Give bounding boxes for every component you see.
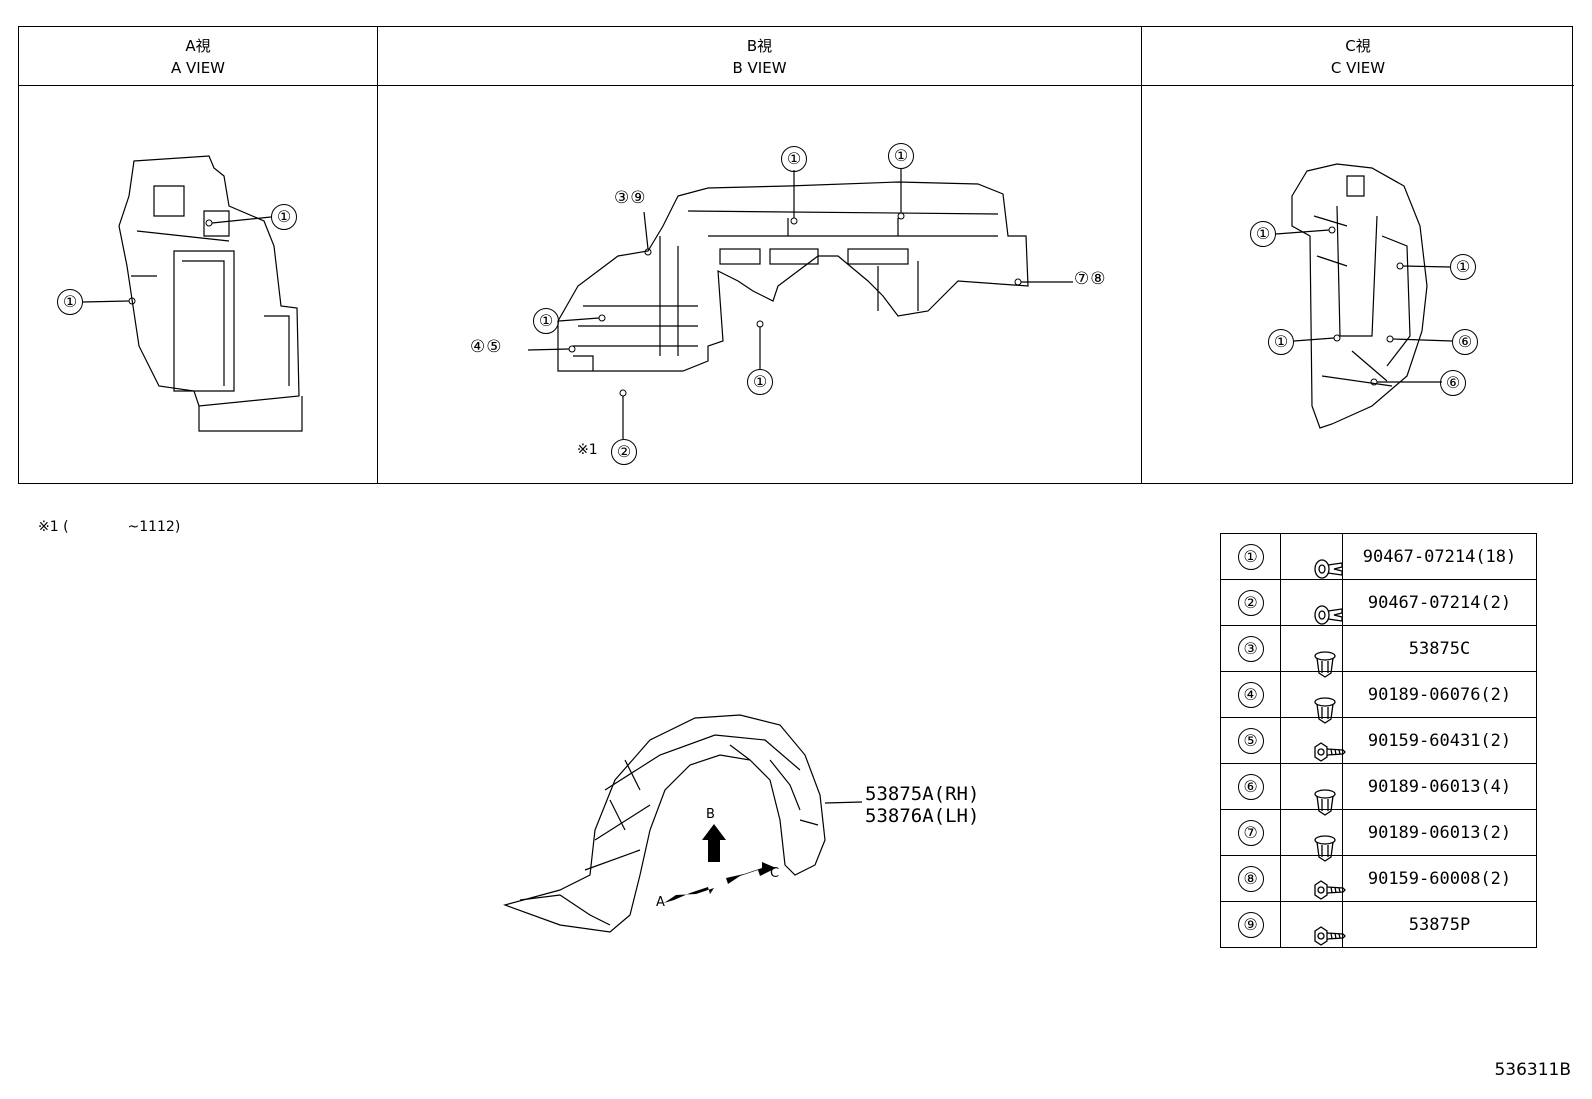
parts-table: ① 90467-07214(18) ② 90467-07214(2) ③ 53875C ④ 9… (1220, 533, 1537, 948)
parts-row-part-number: 90467-07214(18) (1342, 533, 1537, 580)
parts-row: ⑦ 90189-06013(2) (1220, 809, 1537, 862)
main-part-label: 53875A(RH) 53876A(LH) (865, 783, 979, 827)
c-view-liner-drawing (1275, 163, 1453, 429)
parts-row-icon-cell (1280, 855, 1346, 902)
a-callout-1-upper: ① (271, 204, 297, 230)
parts-row-number-cell: ⑦ (1220, 809, 1281, 856)
b-callout-1-top-right: ① (888, 143, 914, 169)
b-callout-1-bottom: ① (747, 369, 773, 395)
b-callout-1-top-left: ① (781, 146, 807, 172)
parts-row: ① 90467-07214(18) (1220, 533, 1537, 580)
parts-row-number-cell: ⑧ (1220, 855, 1281, 902)
parts-row: ③ 53875C (1220, 625, 1537, 678)
parts-row: ⑤ 90159-60431(2) (1220, 717, 1537, 764)
parts-row-part-number: 90159-60431(2) (1342, 717, 1537, 764)
parts-row-number: ⑤ (1237, 727, 1264, 754)
footnote: ※1 ( ~1112) (38, 519, 180, 535)
parts-row-part-number: 90159-60008(2) (1342, 855, 1537, 902)
arrow-c-label: C (770, 866, 779, 881)
parts-row-part-number: 90189-06076(2) (1342, 671, 1537, 718)
b-view: B視 B VIEW (377, 27, 1141, 483)
parts-row-number: ③ (1237, 635, 1264, 662)
c-callout-6-upper: ⑥ (1452, 329, 1478, 355)
parts-row: ④ 90189-06076(2) (1220, 671, 1537, 724)
c-view-title-jp: C視 (1345, 37, 1371, 55)
c-callout-1-right: ① (1450, 254, 1476, 280)
parts-row-number-cell: ⑥ (1220, 763, 1281, 810)
b-callout-3-9: ③⑨ (614, 188, 647, 208)
parts-row: ⑨ 53875P (1220, 901, 1537, 948)
parts-row-icon-cell (1280, 579, 1343, 626)
c-callout-1-lower-left: ① (1268, 329, 1294, 355)
a-view-title-jp: A視 (185, 37, 211, 55)
parts-row-number-cell: ② (1220, 579, 1281, 626)
c-view-title-en: C VIEW (1330, 59, 1386, 77)
b-callout-1-left: ① (533, 308, 559, 334)
c-view: C視 C VIEW (1141, 27, 1574, 483)
parts-row-number-cell: ⑨ (1220, 901, 1281, 948)
c-callout-1-upper-left: ① (1250, 221, 1276, 247)
diagram-id: 536311B (1494, 1060, 1571, 1080)
fender-liner-drawing: B C A (503, 714, 863, 933)
parts-row-number: ⑨ (1237, 911, 1264, 938)
parts-row: ② 90467-07214(2) (1220, 579, 1537, 626)
b-view-drawing: ① ① ③⑨ ① ⑦⑧ ④⑤ ① ※1 ② (378, 86, 1141, 483)
c-view-drawing: ① ① ① ⑥ ⑥ (1142, 86, 1574, 483)
footnote-value: ~1112) (127, 519, 181, 535)
part-number-lh: 53876A(LH) (865, 805, 980, 827)
parts-row-number: ② (1237, 589, 1264, 616)
parts-row-number-cell: ④ (1220, 671, 1281, 718)
parts-row-number-cell: ⑤ (1220, 717, 1281, 764)
b-callout-2: ② (611, 439, 637, 465)
b-callout-4-5: ④⑤ (470, 337, 503, 357)
parts-row-part-number: 90467-07214(2) (1342, 579, 1537, 626)
a-view-drawing: ① ① (19, 86, 377, 483)
b-view-title-jp: B視 (746, 37, 773, 55)
b-view-header: B視 B VIEW (378, 27, 1141, 86)
c-view-header: C視 C VIEW (1142, 27, 1574, 86)
parts-row-number: ⑦ (1237, 819, 1264, 846)
parts-row-icon-cell (1280, 625, 1343, 678)
parts-row-icon-cell (1280, 533, 1343, 580)
part-number-rh: 53875A(RH) (865, 783, 980, 805)
parts-row-icon-cell (1280, 901, 1346, 948)
b-callout-7-8: ⑦⑧ (1074, 269, 1107, 289)
parts-row-part-number: 90189-06013(2) (1342, 809, 1537, 856)
parts-row-number: ① (1237, 543, 1264, 570)
parts-row-icon-cell (1280, 763, 1343, 816)
b-view-title-en: B VIEW (732, 59, 787, 77)
parts-row-number-cell: ③ (1220, 625, 1281, 672)
parts-row-part-number: 90189-06013(4) (1342, 763, 1537, 810)
parts-row-icon-cell (1280, 717, 1346, 764)
a-callout-1-lower: ① (57, 289, 83, 315)
arrow-b-label: B (706, 807, 715, 822)
parts-row-number: ⑥ (1237, 773, 1264, 800)
views-panel: A視 A VIEW ① (18, 26, 1574, 484)
parts-row-part-number: 53875P (1342, 901, 1537, 948)
c-callout-6-lower: ⑥ (1440, 370, 1466, 396)
parts-row-number: ⑧ (1237, 865, 1264, 892)
parts-row-part-number: 53875C (1342, 625, 1537, 672)
b-note-mark: ※1 (577, 442, 598, 458)
parts-row-number: ④ (1237, 681, 1264, 708)
parts-row: ⑧ 90159-60008(2) (1220, 855, 1537, 902)
parts-row-number-cell: ① (1220, 533, 1281, 580)
a-view-title-en: A VIEW (170, 59, 226, 77)
arrow-a-label: A (656, 895, 665, 910)
footnote-mark: ※1 ( (38, 519, 69, 535)
parts-row: ⑥ 90189-06013(4) (1220, 763, 1537, 816)
a-view: A視 A VIEW ① (19, 27, 377, 483)
a-view-header: A視 A VIEW (19, 27, 377, 86)
a-view-liner-drawing (82, 155, 303, 432)
b-view-liner-drawing (527, 168, 1073, 439)
parts-row-icon-cell (1280, 671, 1343, 724)
